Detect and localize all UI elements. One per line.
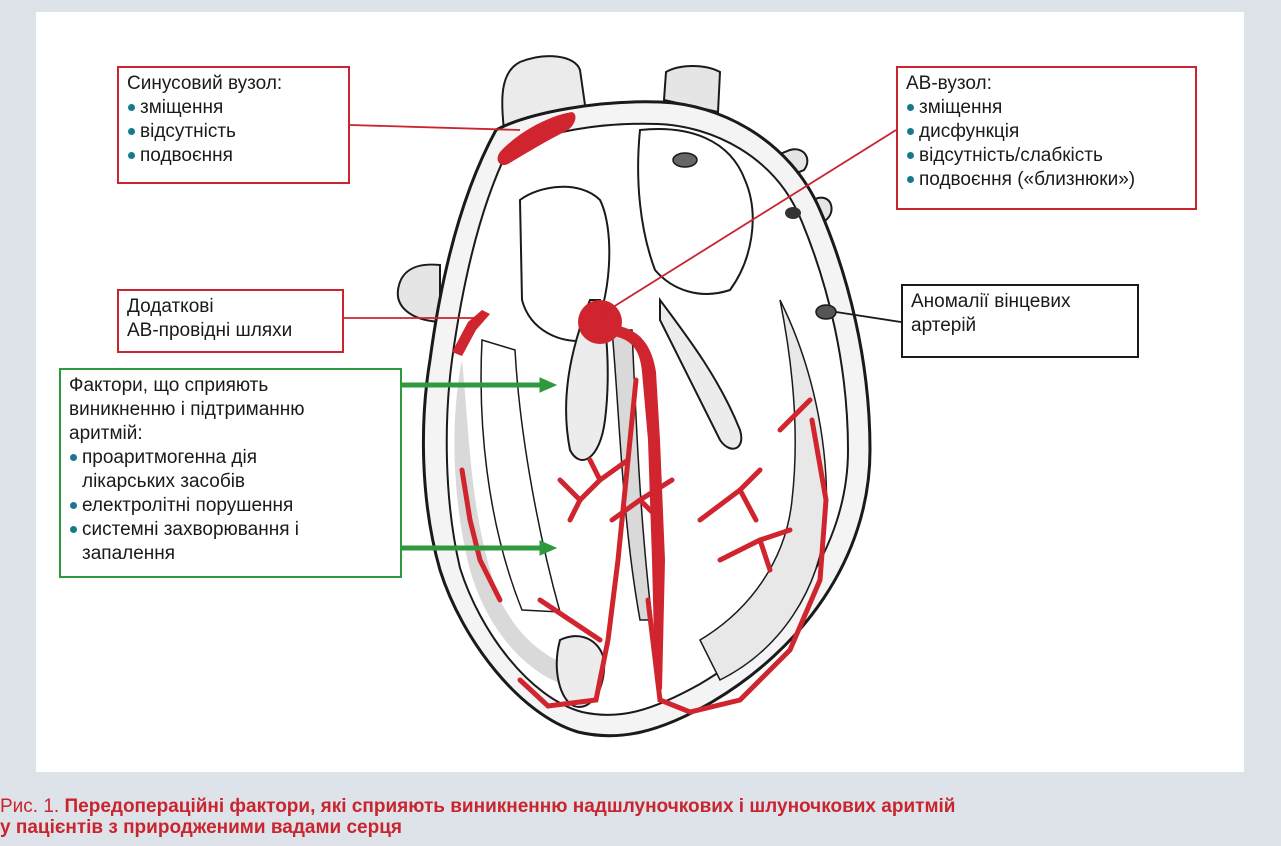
factors-list: проаритмогенна дія лікарських засобів ел… <box>69 446 392 566</box>
factor-3-line-a: системні захворювання і <box>82 518 392 542</box>
list-item: дисфункція <box>906 120 1187 144</box>
accessory-pathways-box: Додаткові АВ-провідні шляхи <box>117 289 344 353</box>
sinus-node-title: Синусовий вузол: <box>127 72 340 96</box>
accessory-line-2: АВ-провідні шляхи <box>127 319 334 343</box>
caption-line-1: Рис. 1. Передопераційні фактори, які спр… <box>0 796 1281 817</box>
factors-line-2: виникненню і підтриманню <box>69 398 392 422</box>
vessel-opening <box>785 207 801 219</box>
factor-1-line-b: лікарських засобів <box>82 470 392 494</box>
factors-line-3: аритмій: <box>69 422 392 446</box>
av-node-list: зміщення дисфункція відсутність/слабкіст… <box>906 96 1187 192</box>
factor-1-line-a: проаритмогенна дія <box>82 446 392 470</box>
sinus-node-box: Синусовий вузол: зміщення відсутність по… <box>117 66 350 184</box>
list-item: зміщення <box>906 96 1187 120</box>
factors-line-1: Фактори, що сприяють <box>69 374 392 398</box>
list-item: проаритмогенна дія лікарських засобів <box>69 446 392 494</box>
av-node-title: АВ-вузол: <box>906 72 1187 96</box>
coronary-cross-section-1 <box>816 305 836 319</box>
factor-3-line-b: запалення <box>82 542 392 566</box>
caption-title-part-2: у пацієнтів з природженими вадами серця <box>0 817 1281 838</box>
list-item: подвоєння <box>127 144 340 168</box>
accessory-line-1: Додаткові <box>127 295 334 319</box>
list-item: подвоєння («близнюки») <box>906 168 1187 192</box>
caption-title-part-1: Передопераційні фактори, які сприяють ви… <box>64 796 955 817</box>
connector-sinus <box>350 125 520 130</box>
list-item: відсутність/слабкість <box>906 144 1187 168</box>
sinus-node-list: зміщення відсутність подвоєння <box>127 96 340 168</box>
coronary-line-1: Аномалії вінцевих <box>911 290 1129 314</box>
list-item: системні захворювання і запалення <box>69 518 392 566</box>
factors-box: Фактори, що сприяють виникненню і підтри… <box>59 368 402 578</box>
left-vessel <box>398 265 440 322</box>
list-item: зміщення <box>127 96 340 120</box>
caption-number: Рис. 1. <box>0 796 59 817</box>
av-node-box: АВ-вузол: зміщення дисфункція відсутніст… <box>896 66 1197 210</box>
coronary-cross-section-2 <box>673 153 697 167</box>
list-item: відсутність <box>127 120 340 144</box>
figure-caption: Рис. 1. Передопераційні фактори, які спр… <box>0 796 1281 838</box>
factor-2-line-a: електролітні порушення <box>82 494 392 518</box>
list-item: електролітні порушення <box>69 494 392 518</box>
coronary-anomalies-box: Аномалії вінцевих артерій <box>901 284 1139 358</box>
coronary-line-2: артерій <box>911 314 1129 338</box>
